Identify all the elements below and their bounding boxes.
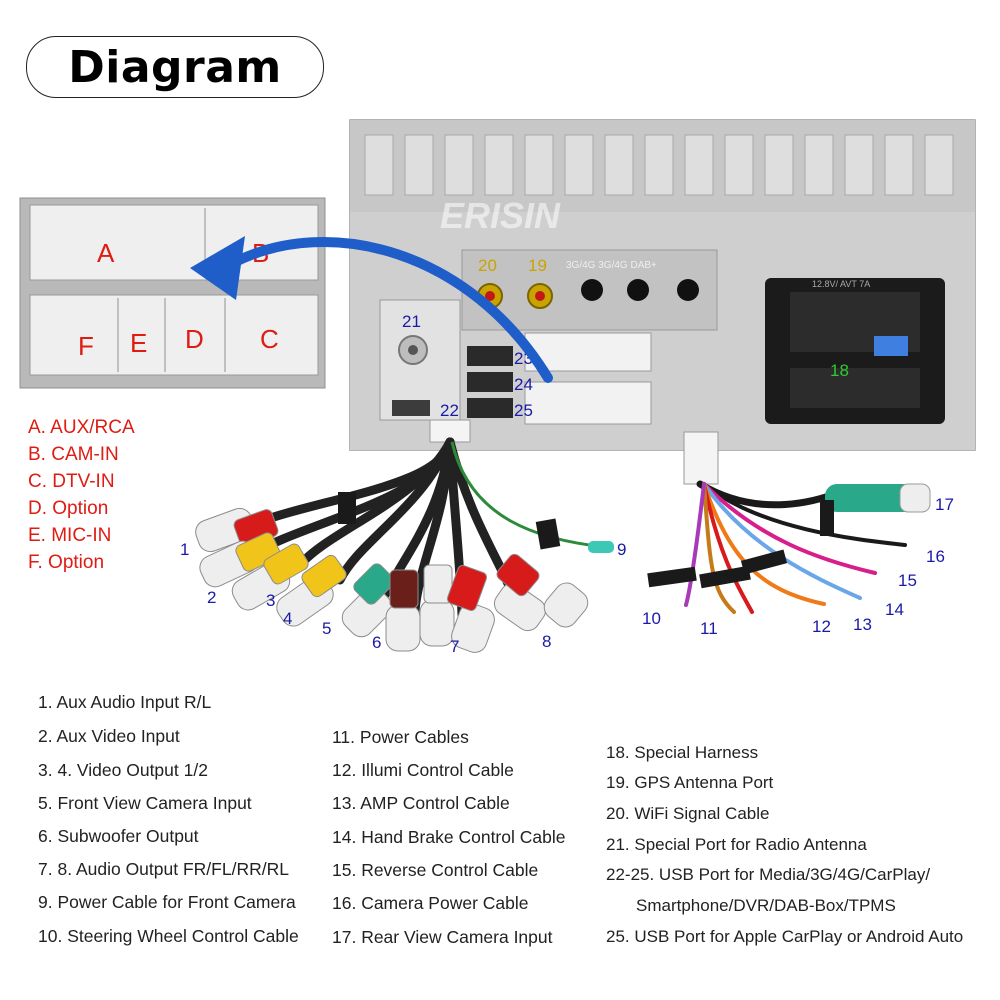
legend-item: 7. 8. Audio Output FR/FL/RR/RL: [38, 859, 289, 879]
connector-inset: A B C D E F: [19, 197, 326, 389]
connector-label-c: C: [260, 324, 279, 354]
wiring-diagram: ERISIN 3G/4G 3G/4G DAB+ 12.8V/ AVT 7A 20: [19, 119, 976, 656]
connector-legend-item: F. Option: [28, 552, 105, 573]
title-badge: Diagram: [26, 36, 324, 98]
legend-item: 10. Steering Wheel Control Cable: [38, 926, 299, 946]
legend-item: 12. Illumi Control Cable: [332, 760, 514, 780]
legend-item: 18. Special Harness: [606, 743, 759, 762]
connector-label-e: E: [130, 328, 147, 358]
connector-label-f: F: [78, 331, 94, 361]
port-label-25: 25: [514, 401, 533, 420]
connector-legend-item: B. CAM-IN: [28, 444, 119, 465]
pointer-arrow: [190, 236, 553, 383]
legend-item: Smartphone/DVR/DAB-Box/TPMS: [636, 896, 896, 915]
legend-item: 6. Subwoofer Output: [38, 826, 199, 846]
cable-number-3: 3: [266, 591, 275, 610]
legend-item: 13. AMP Control Cable: [332, 793, 510, 813]
head-unit-chassis: ERISIN 3G/4G 3G/4G DAB+ 12.8V/ AVT 7A: [349, 119, 976, 451]
cable-number-10: 10: [642, 609, 661, 628]
cable-number-8: 8: [542, 632, 551, 651]
cable-number-1: 1: [180, 540, 189, 559]
legend-item: 1. Aux Audio Input R/L: [38, 692, 212, 712]
usb-port-22: [392, 400, 430, 416]
connector-block-lower: [524, 381, 652, 425]
cable-number-9: 9: [617, 540, 626, 559]
legend-item: 19. GPS Antenna Port: [606, 773, 774, 792]
port-label-19: 19: [528, 256, 547, 275]
connector-legend: A. AUX/RCA B. CAM-IN C. DTV-IN D. Option…: [28, 414, 135, 576]
cable-number-12: 12: [812, 617, 831, 636]
connector-legend-item: E. MIC-IN: [28, 525, 112, 546]
connector-legend-item: D. Option: [28, 498, 109, 519]
legend-item: 16. Camera Power Cable: [332, 893, 529, 913]
legend-item: 20. WiFi Signal Cable: [606, 804, 770, 823]
cable-number-13: 13: [853, 615, 872, 634]
port-label-24: 24: [514, 375, 533, 394]
cable-number-2: 2: [207, 588, 216, 607]
cable-number-4: 4: [283, 609, 292, 628]
cable-number-5: 5: [322, 619, 331, 638]
legend-item: 22-25. USB Port for Media/3G/4G/CarPlay/: [606, 865, 931, 884]
page-title: Diagram: [68, 41, 282, 93]
cable-number-16: 16: [926, 547, 945, 566]
antenna-marking: 3G/4G 3G/4G DAB+: [566, 260, 657, 271]
port-label-18: 18: [830, 361, 849, 380]
front-camera-power-tip: [588, 541, 614, 553]
connector-label-d: D: [185, 324, 204, 354]
cable-number-14: 14: [885, 600, 904, 619]
legend-item: 2. Aux Video Input: [38, 726, 180, 746]
connector-legend-item: C. DTV-IN: [28, 471, 115, 492]
cable-number-6: 6: [372, 633, 381, 652]
cable-number-11: 11: [700, 619, 718, 638]
legend-item: 25. USB Port for Apple CarPlay or Androi…: [606, 927, 964, 946]
cable-number-7: 7: [450, 637, 459, 656]
brand-watermark: ERISIN: [440, 195, 561, 236]
legend-item: 17. Rear View Camera Input: [332, 927, 553, 947]
legend-item: 14. Hand Brake Control Cable: [332, 827, 566, 847]
legend-item: 9. Power Cable for Front Camera: [38, 892, 296, 912]
connector-legend-item: A. AUX/RCA: [28, 417, 135, 438]
port-label-22: 22: [440, 401, 459, 420]
harness-marking: 12.8V/ AVT 7A: [812, 279, 870, 289]
legend-item: 5. Front View Camera Input: [38, 793, 252, 813]
cable-number-17: 17: [935, 495, 954, 514]
connector-label-a: A: [97, 238, 115, 268]
port-label-20: 20: [478, 256, 497, 275]
rear-camera-rca: [825, 484, 915, 512]
legend-item: 15. Reverse Control Cable: [332, 860, 539, 880]
left-harness: [195, 419, 614, 653]
usb-stack: [467, 346, 513, 418]
legend-item: 3. 4. Video Output 1/2: [38, 760, 208, 780]
legend-item: 11. Power Cables: [332, 727, 469, 747]
port-label-21: 21: [402, 312, 421, 331]
cable-number-15: 15: [898, 571, 917, 590]
legend-item: 21. Special Port for Radio Antenna: [606, 835, 867, 854]
right-harness: [647, 431, 931, 614]
